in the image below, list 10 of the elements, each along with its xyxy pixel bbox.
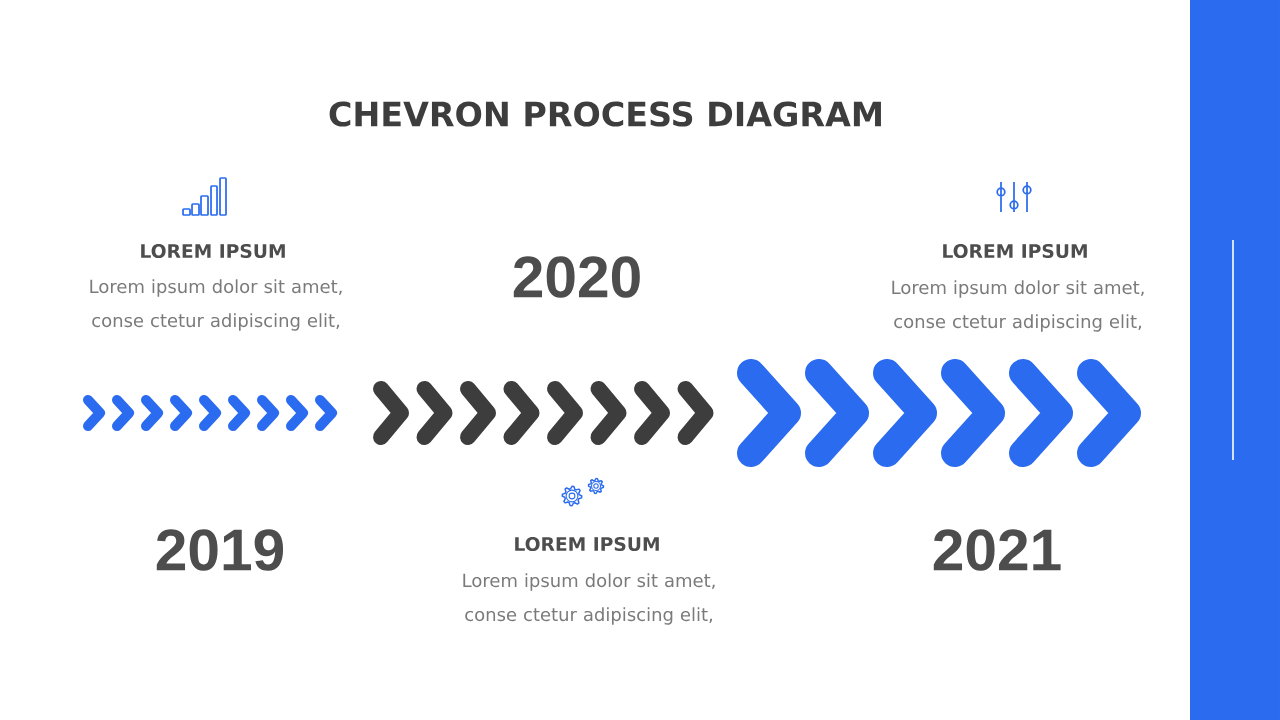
- heading: LOREM IPSUM: [515, 536, 659, 552]
- year-label: 2021: [933, 529, 1061, 571]
- title: CHEVRON PROCESS DIAGRAM: [329, 101, 881, 127]
- heading: LOREM IPSUM: [141, 243, 285, 259]
- body-text: Lorem ipsum dolor sit amet, conse ctetur adipiscing elit,: [463, 573, 715, 625]
- body-text: Lorem ipsum dolor sit amet, conse ctetur adipiscing elit,: [90, 279, 342, 331]
- year-label: 2019: [156, 529, 284, 571]
- year-label: 2020: [513, 256, 640, 298]
- heading: LOREM IPSUM: [943, 243, 1087, 259]
- body-text: Lorem ipsum dolor sit amet, conse ctetur adipiscing elit,: [892, 280, 1144, 332]
